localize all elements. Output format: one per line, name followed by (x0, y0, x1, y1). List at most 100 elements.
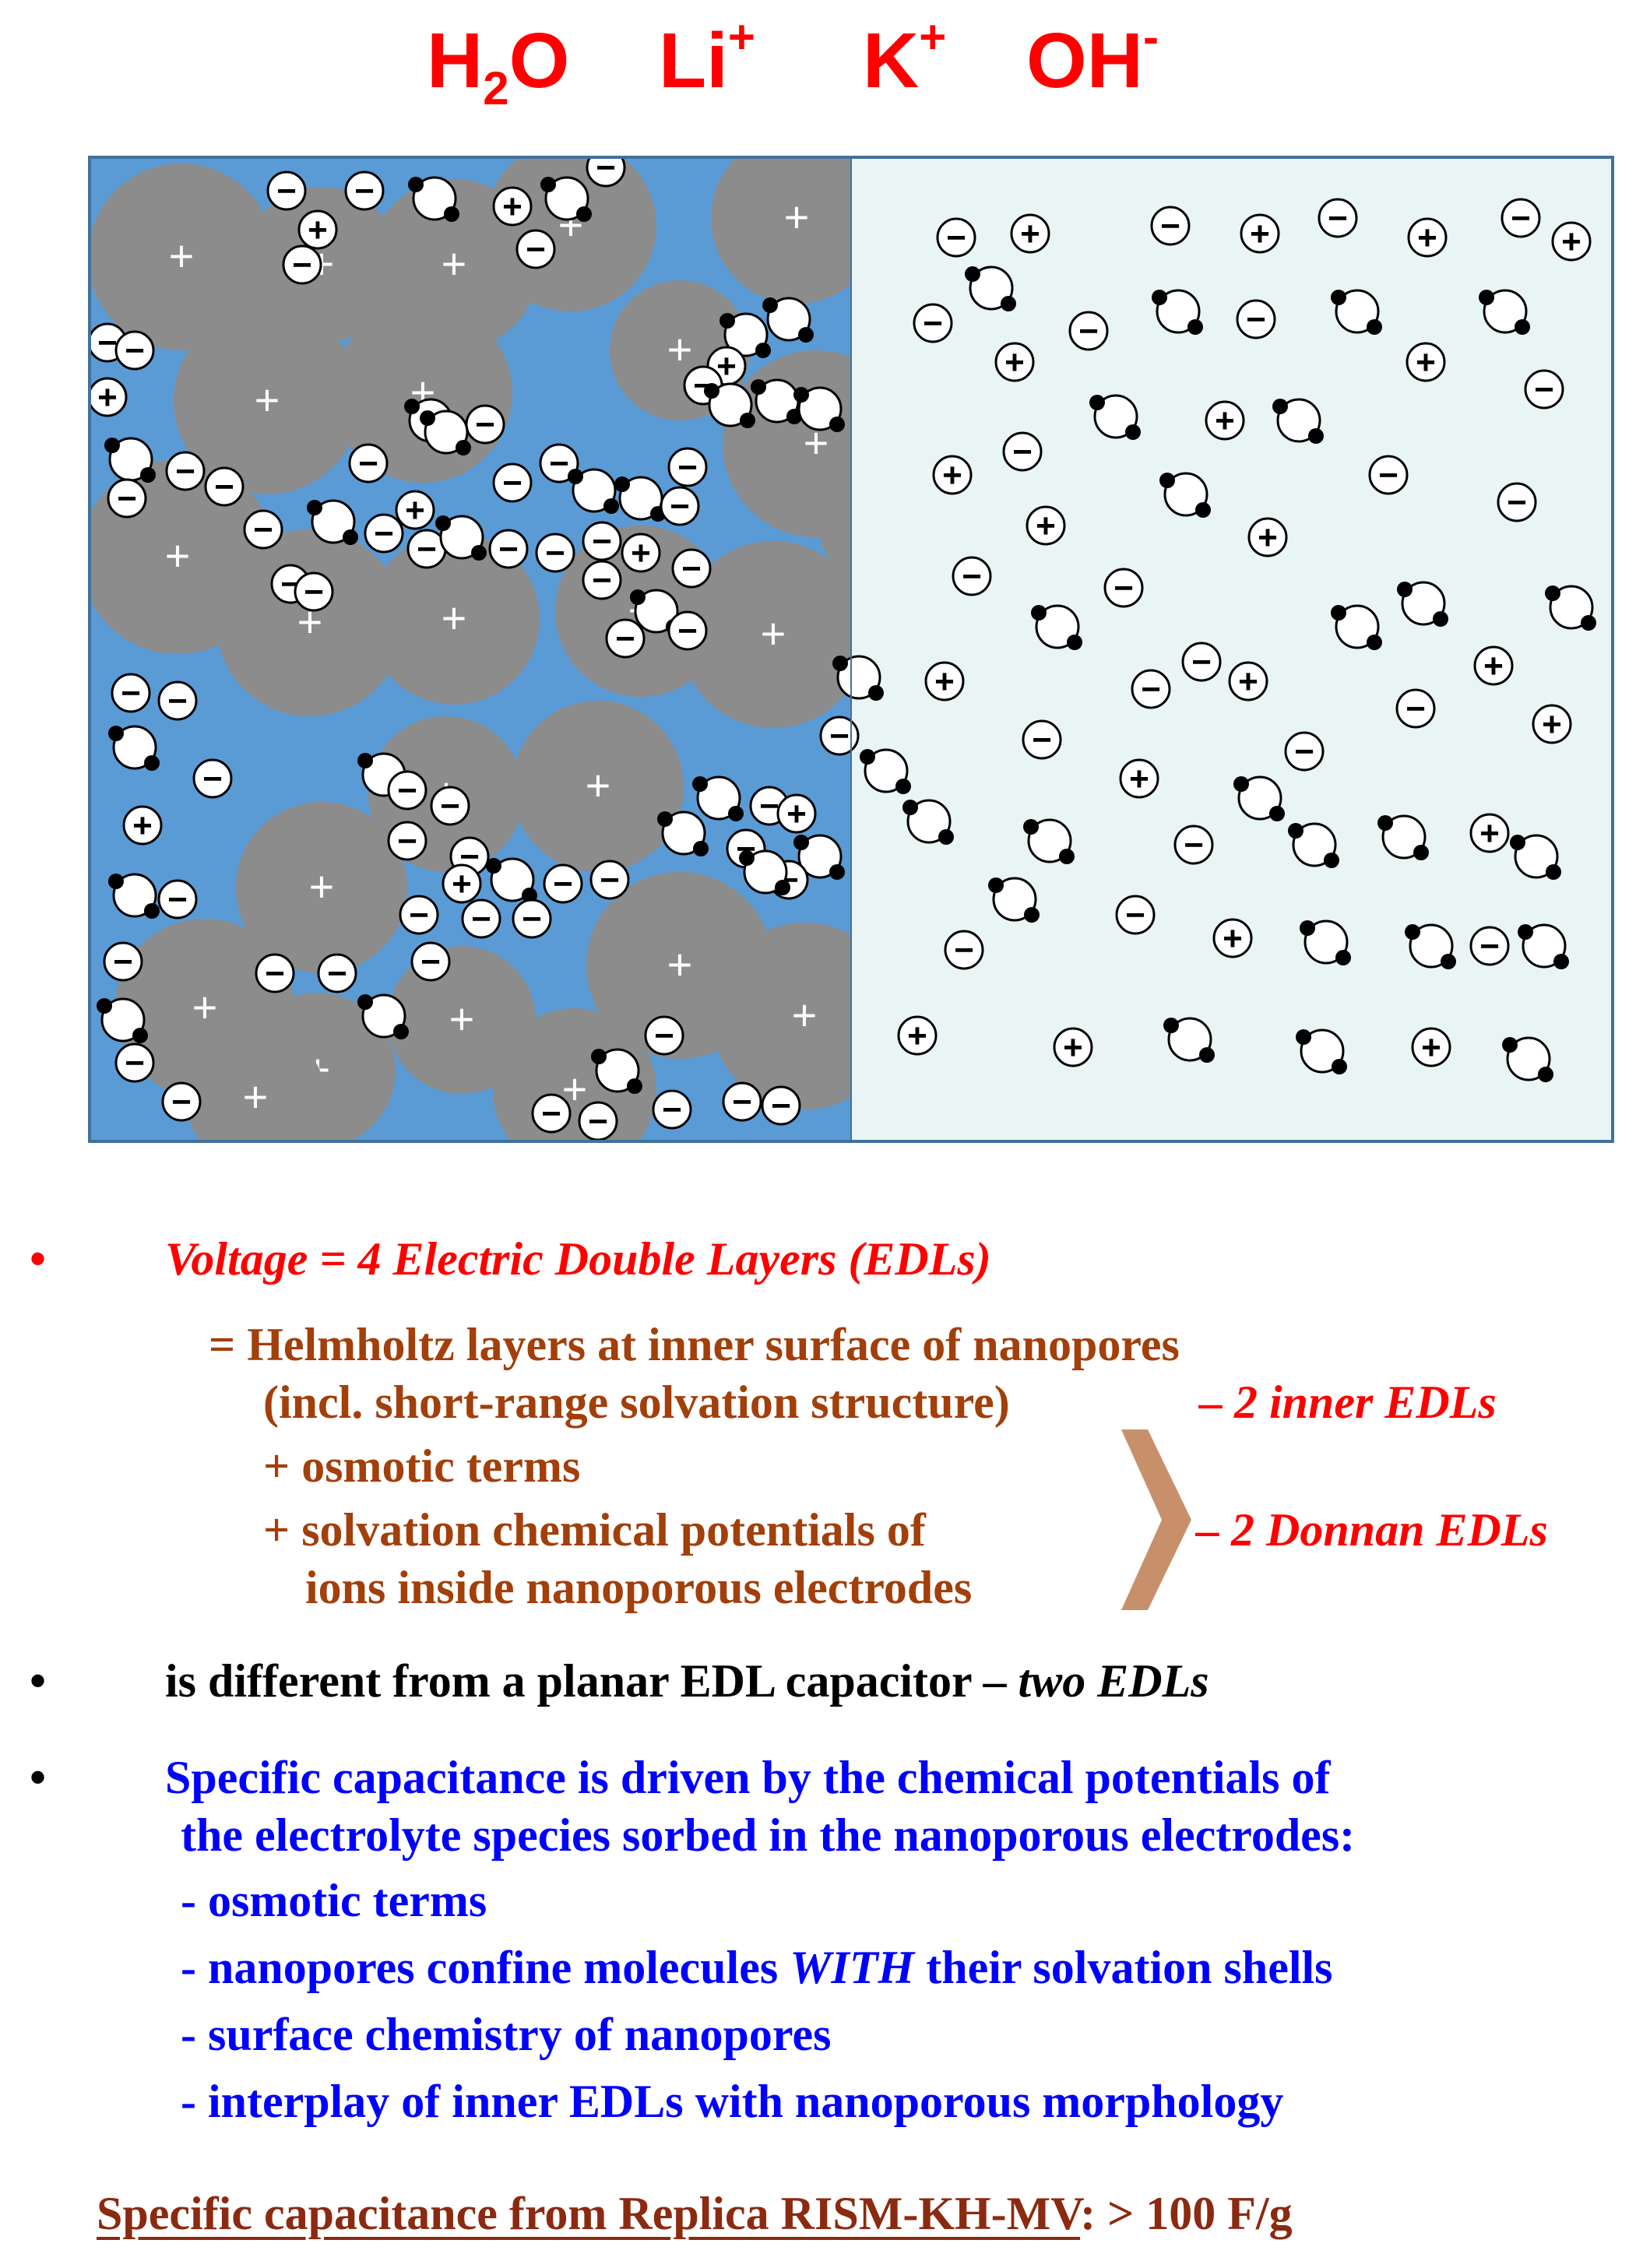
anion-symbol: − (526, 230, 546, 269)
anion-symbol: − (1328, 199, 1348, 237)
anion (1131, 669, 1171, 709)
anion-symbol: − (1534, 371, 1554, 409)
cation (897, 1015, 938, 1056)
anion-symbol: − (397, 822, 417, 860)
anion (103, 941, 143, 982)
water-hydrogen (657, 811, 673, 827)
cation (395, 490, 435, 530)
water-hydrogen (938, 829, 954, 845)
anion-symbol: − (1511, 199, 1531, 237)
water-hydrogen (832, 656, 848, 671)
water-oxygen (1381, 814, 1427, 860)
water-hydrogen (1024, 907, 1040, 923)
carbon-particle (368, 533, 540, 705)
anion (282, 244, 322, 285)
particle-charge-label: + (761, 609, 786, 658)
water-hydrogen (793, 835, 809, 850)
cation-symbol: + (1479, 814, 1500, 853)
anion-symbol: − (1406, 690, 1426, 728)
cation-symbol: + (1036, 507, 1056, 545)
water-hydrogen (1546, 864, 1561, 880)
bullet-marker: • (30, 1232, 47, 1285)
cation (1469, 813, 1510, 853)
cation (621, 533, 661, 573)
water-oxygen (708, 382, 753, 427)
anion-symbol: − (600, 861, 620, 899)
water-hydrogen (1159, 473, 1175, 488)
cation-symbol: + (934, 663, 955, 701)
water-hydrogen (1518, 924, 1533, 940)
cation (1026, 505, 1066, 546)
water-hydrogen (1502, 1037, 1518, 1053)
cation (1247, 517, 1288, 557)
anion-symbol: − (654, 1017, 674, 1055)
water-hydrogen (740, 413, 755, 428)
anion-symbol: − (409, 896, 429, 934)
anion (107, 478, 147, 519)
water-hydrogen (895, 779, 911, 794)
water-hydrogen (486, 858, 501, 874)
water-oxygen (1401, 581, 1446, 626)
water-hydrogen (1125, 424, 1141, 440)
anion-symbol: − (553, 865, 573, 903)
water-oxygen (1335, 604, 1380, 649)
water-oxygen (311, 499, 356, 544)
anion (582, 521, 622, 561)
anion-symbol: − (276, 172, 297, 210)
water-hydrogen (603, 498, 619, 514)
water-hydrogen (692, 776, 708, 792)
water-oxygen (1522, 923, 1567, 969)
water-hydrogen (1324, 853, 1339, 868)
cation-symbol: + (1020, 215, 1040, 253)
water-hydrogen (576, 206, 592, 222)
anion-symbol: − (417, 530, 437, 568)
water-hydrogen (144, 755, 160, 771)
anion-symbol: − (1160, 207, 1180, 245)
water-hydrogen (435, 515, 451, 531)
water-hydrogen (1331, 605, 1346, 621)
cation-symbol: + (97, 378, 118, 417)
water-hydrogen (568, 469, 583, 484)
anion (667, 610, 708, 651)
water-oxygen (1303, 920, 1349, 965)
anion (1022, 719, 1062, 760)
cation-symbol: + (1250, 215, 1270, 253)
anion (515, 229, 556, 269)
carbon-particle (185, 1028, 325, 1143)
species-potassium: K+ (863, 11, 947, 105)
water-hydrogen (140, 467, 156, 483)
water-hydrogen (456, 440, 471, 455)
cation-symbol: + (907, 1017, 927, 1055)
particle-charge-label: + (169, 231, 195, 280)
anion (605, 618, 646, 659)
anion (582, 560, 622, 600)
anion-symbol: − (759, 787, 779, 825)
anion (722, 1081, 762, 1122)
water-hydrogen (144, 903, 160, 919)
water-oxygen (595, 1048, 640, 1093)
anion (204, 466, 245, 507)
anion (1497, 482, 1537, 522)
anion (492, 462, 533, 503)
anion-symbol: − (962, 557, 982, 596)
water-hydrogen (739, 850, 755, 866)
water-oxygen (992, 877, 1037, 922)
replica-rism-link[interactable]: Specific capacitance from Replica RISM-K… (97, 2188, 1081, 2239)
anion (165, 451, 206, 491)
anion (1501, 198, 1541, 238)
anion (410, 941, 451, 982)
anion-symbol: − (358, 445, 378, 483)
water-oxygen (1292, 822, 1337, 867)
water-oxygen (100, 997, 146, 1043)
anion-symbol: − (549, 445, 569, 483)
cation-symbol: + (1561, 223, 1581, 261)
anion (317, 953, 357, 993)
species-water: H2O (427, 17, 570, 114)
anion-symbol: − (596, 156, 616, 187)
water-hydrogen (591, 1049, 607, 1064)
water-hydrogen (1581, 615, 1596, 631)
carbon-particle (680, 541, 851, 728)
anion (952, 556, 992, 596)
water-oxygen (544, 176, 589, 221)
water-hydrogen (693, 841, 709, 856)
